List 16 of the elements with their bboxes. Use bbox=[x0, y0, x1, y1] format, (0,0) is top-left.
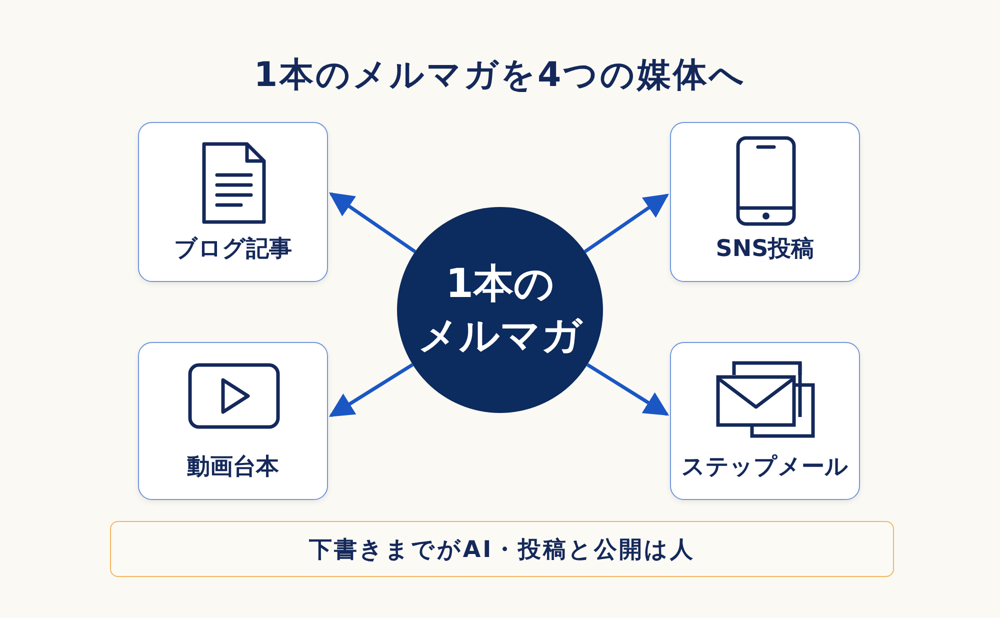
circle-label: 1本のメルマガ bbox=[418, 260, 582, 361]
note-text: 下書きまでがAI・投稿と公開は人 bbox=[308, 536, 696, 564]
media-card bbox=[670, 122, 860, 282]
arrow bbox=[328, 363, 414, 418]
card-label: 動画台本 bbox=[186, 453, 280, 482]
arrow bbox=[328, 192, 416, 254]
media-card bbox=[138, 342, 328, 500]
title: 1本のメルマガを4つの媒体へ bbox=[252, 54, 748, 97]
arrow bbox=[584, 194, 670, 254]
card-label: ブログ記事 bbox=[173, 235, 293, 264]
card-label: SNS投稿 bbox=[714, 235, 816, 264]
media-card bbox=[670, 342, 860, 500]
card-label: ステップメール bbox=[680, 453, 850, 482]
note-box bbox=[110, 521, 894, 577]
arrow bbox=[586, 363, 670, 416]
media-card bbox=[138, 122, 328, 282]
